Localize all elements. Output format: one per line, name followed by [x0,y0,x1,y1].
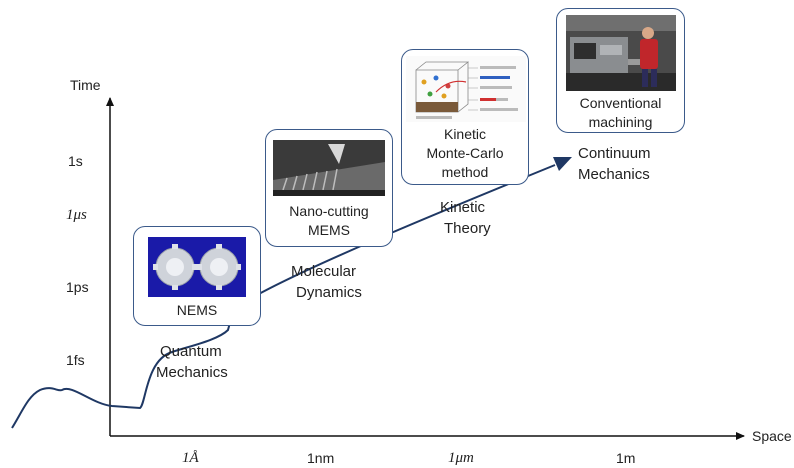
time-tick-1ps: 1ps [66,279,89,295]
nano-cutting-box: Nano-cutting MEMS [265,129,393,247]
curve-arrowhead [553,157,572,171]
quantum-label-2: Mechanics [156,364,228,381]
nano-cutting-caption-2: MEMS [308,222,350,238]
space-axis-title: Space [752,428,792,444]
nems-caption: NEMS [176,302,218,318]
conventional-machining-box: Conventional machining [556,8,685,133]
space-tick-1um: 1μm [448,450,474,466]
molecular-label-1: Molecular [291,263,357,280]
kinetic-theory-label-2: Theory [444,220,491,237]
space-tick-angstrom: 1Å [182,450,199,466]
lathe-machining-photo [566,15,676,91]
space-tick-1m: 1m [616,450,636,466]
kmc-caption-3: method [441,164,489,180]
continuum-label-2: Mechanics [578,166,650,183]
conventional-caption-1: Conventional [579,95,662,111]
kmc-caption-2: Monte-Carlo [426,145,504,161]
time-tick-1fs: 1fs [66,352,85,368]
continuum-label-1: Continuum [578,145,651,162]
electrochemical-system-schematic [406,56,526,122]
kinetic-theory-label-1: Kinetic [440,199,486,216]
nems-box: NEMS [133,226,261,326]
kmc-box: Kinetic Monte-Carlo method [401,49,529,185]
time-axis-title: Time [70,77,101,93]
conventional-caption-2: machining [588,114,653,130]
molecular-label-2: Dynamics [296,284,362,301]
nanocutting-sem-image [273,140,385,196]
nano-cutting-caption-1: Nano-cutting [289,203,369,219]
space-tick-1nm: 1nm [307,450,335,466]
multiscale-curve [11,164,556,429]
kmc-caption-1: Kinetic [443,126,487,142]
time-tick-1us: 1μs [66,207,87,223]
gear-pair-image [148,237,246,297]
quantum-label-1: Quantum [160,343,222,360]
time-tick-1s: 1s [68,153,83,169]
